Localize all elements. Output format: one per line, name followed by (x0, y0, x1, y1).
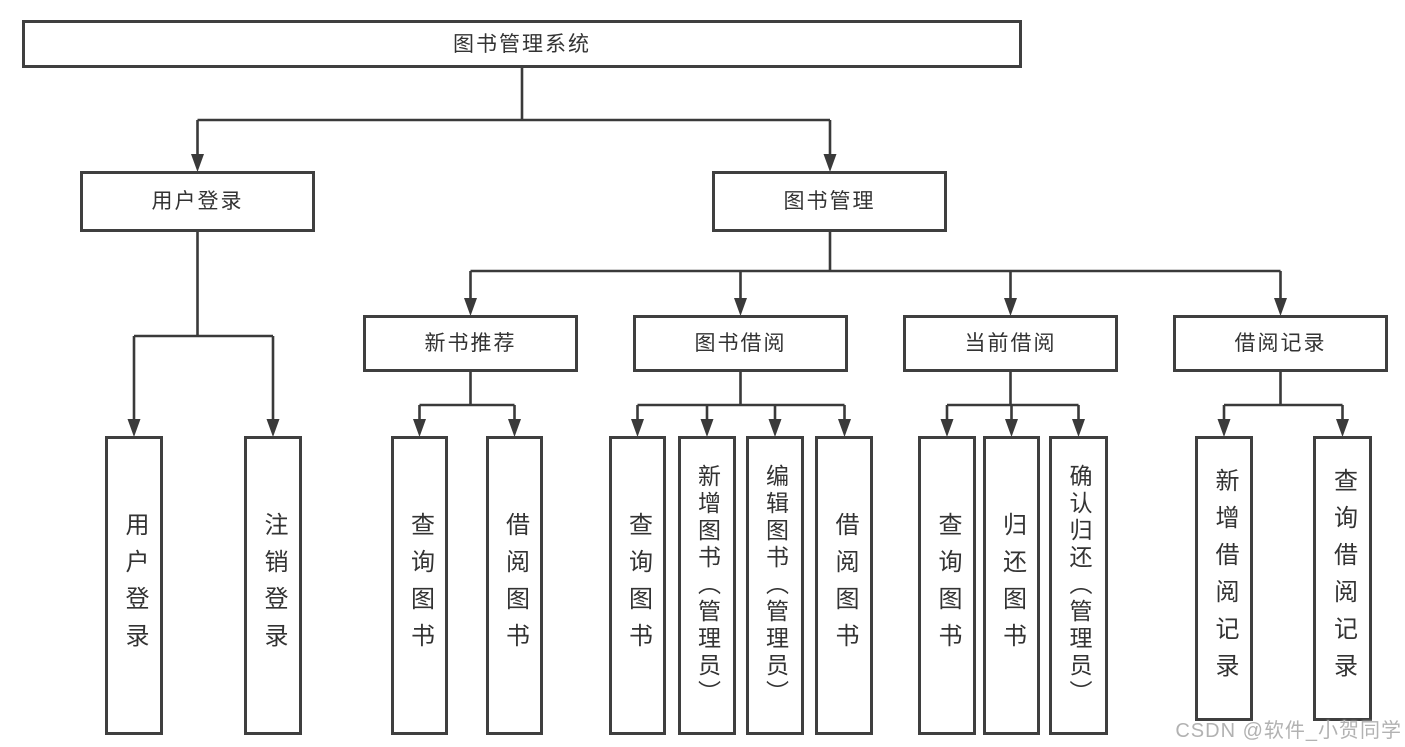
leaf-edit-book-admin-label: 编辑图书（管理员） (762, 464, 789, 707)
leaf-borrow-books-borrowing-label: 借阅图书 (831, 511, 858, 660)
leaf-query-books-borrowing-label: 查询图书 (624, 511, 652, 660)
node-new-book-recommend: 新书推荐 (363, 315, 578, 372)
leaf-add-borrow-record: 新增借阅记录 (1195, 436, 1253, 721)
node-current-borrowing-label: 当前借阅 (964, 332, 1057, 355)
leaf-add-book-admin-label: 新增图书（管理员） (694, 464, 721, 707)
leaf-edit-book-admin: 编辑图书（管理员） (746, 436, 804, 735)
node-root: 图书管理系统 (22, 20, 1022, 68)
node-borrowing-records: 借阅记录 (1173, 315, 1388, 372)
leaf-query-books-current-label: 查询图书 (934, 511, 961, 660)
leaf-query-borrow-record-label: 查询借阅记录 (1329, 467, 1357, 690)
node-book-management: 图书管理 (712, 171, 947, 232)
leaf-query-books-recommend-label: 查询图书 (406, 511, 434, 660)
node-borrowing-records-label: 借阅记录 (1234, 332, 1327, 355)
leaf-query-books-recommend: 查询图书 (391, 436, 448, 735)
node-new-book-recommend-label: 新书推荐 (424, 332, 517, 355)
connector-path (132, 68, 1344, 433)
leaf-borrow-books-borrowing: 借阅图书 (815, 436, 873, 735)
node-root-label: 图书管理系统 (453, 32, 591, 56)
leaf-borrow-books-recommend-label: 借阅图书 (501, 511, 529, 660)
csdn-watermark: CSDN @软件_小贺同学 (1175, 720, 1402, 742)
leaf-borrow-books-recommend: 借阅图书 (486, 436, 543, 735)
node-book-borrowing-label: 图书借阅 (694, 332, 787, 355)
leaf-query-borrow-record: 查询借阅记录 (1313, 436, 1372, 721)
leaf-confirm-return-admin-label: 确认归还（管理员） (1066, 464, 1092, 707)
leaf-return-books-label: 归还图书 (998, 511, 1026, 660)
leaf-logout-label: 注销登录 (260, 511, 287, 660)
leaf-add-borrow-record-label: 新增借阅记录 (1211, 467, 1238, 690)
node-book-management-label: 图书管理 (783, 190, 876, 213)
leaf-return-books: 归还图书 (983, 436, 1040, 735)
leaf-query-books-borrowing: 查询图书 (609, 436, 666, 735)
node-book-borrowing: 图书借阅 (633, 315, 848, 372)
leaf-user-login-label: 用户登录 (121, 511, 148, 660)
node-user-login: 用户登录 (80, 171, 315, 232)
leaf-add-book-admin: 新增图书（管理员） (678, 436, 736, 735)
leaf-logout: 注销登录 (244, 436, 302, 735)
node-user-login-label: 用户登录 (151, 190, 244, 213)
leaf-confirm-return-admin: 确认归还（管理员） (1049, 436, 1108, 735)
leaf-query-books-current: 查询图书 (918, 436, 976, 735)
node-current-borrowing: 当前借阅 (903, 315, 1118, 372)
leaf-user-login: 用户登录 (105, 436, 163, 735)
